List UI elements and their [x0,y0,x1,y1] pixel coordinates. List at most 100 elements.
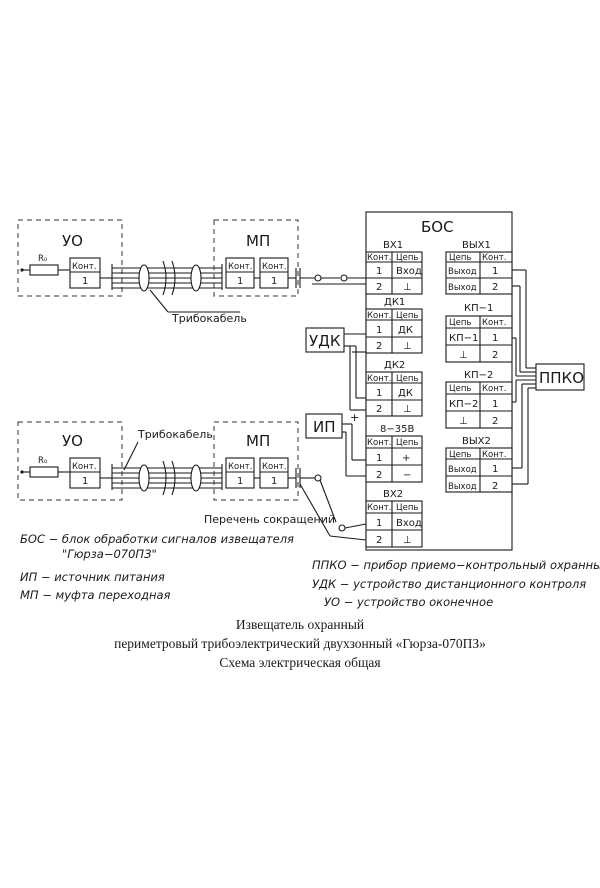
legend-mp: МП − муфта переходная [20,588,171,602]
table-kp2 [445,381,513,429]
svg-text:2: 2 [376,282,382,293]
tribocable-label-zone1: Трибокабель [171,312,247,325]
svg-text:1: 1 [82,276,88,287]
svg-text:2: 2 [376,404,382,415]
svg-text:2: 2 [376,470,382,481]
section-vyh1: ВЫХ1 [462,240,491,251]
mp-terminal-b-zone2 [259,457,289,489]
svg-text:1: 1 [271,276,277,287]
svg-text:Цепь: Цепь [396,374,418,384]
tribocable-zone1 [111,260,240,313]
legend-caption: Перечень сокращений [204,513,335,526]
svg-text:1: 1 [237,276,243,287]
svg-text:1: 1 [271,476,277,487]
svg-text:Конт.: Конт. [367,503,391,513]
svg-text:1: 1 [492,266,498,277]
tribocable-label-zone2: Трибокабель [137,428,213,441]
svg-text:Конт.: Конт. [482,253,506,263]
uo-label-zone2: УО [62,432,83,450]
section-vx1: ВХ1 [383,240,403,251]
svg-text:⊥: ⊥ [403,404,412,415]
legend-ip: ИП − источник питания [20,570,165,584]
section-vyh2: ВЫХ2 [462,436,491,447]
svg-text:Конт.: Конт. [482,450,506,460]
svg-text:ДК: ДК [398,388,413,399]
svg-text:Конт.: Конт. [72,262,96,272]
ppko-block [535,363,585,391]
svg-text:2: 2 [376,341,382,352]
mp-terminal-a-zone1 [225,257,255,289]
udk-block [305,327,345,353]
svg-text:Выход: Выход [448,465,477,475]
legend-bos-cont: "Гюрза−070ПЗ" [62,547,157,561]
svg-text:Конт.: Конт. [262,262,286,272]
svg-text:Конт.: Конт. [367,374,391,384]
section-dk2: ДК2 [384,360,405,371]
svg-text:⊥: ⊥ [403,282,412,293]
svg-text:1: 1 [376,266,382,277]
section-vx2: ВХ2 [383,489,403,500]
svg-text:Конт.: Конт. [72,462,96,472]
ip-label: ИП [313,418,336,436]
ppko-label: ППКО [539,369,584,387]
resistor-r0-zone1 [29,264,59,276]
caption-line2: периметровый трибоэлектрический двухзонн… [114,636,486,651]
svg-text:КП−2: КП−2 [449,399,478,410]
svg-text:ДК: ДК [398,325,413,336]
table-vx2 [365,500,423,548]
svg-text:Конт.: Конт. [262,462,286,472]
svg-text:Конт.: Конт. [482,384,506,394]
svg-text:1: 1 [376,388,382,399]
svg-text:2: 2 [492,350,498,361]
svg-text:1: 1 [492,333,498,344]
legend-ppko: ППКО − прибор приемо−контрольный охранны… [312,558,600,572]
svg-text:Цепь: Цепь [396,253,418,263]
svg-text:−: − [403,470,411,481]
mp-terminal-b-zone1 [259,257,289,289]
resistor-r0-zone2 [29,466,59,478]
svg-text:Выход: Выход [448,283,477,293]
svg-text:1: 1 [376,325,382,336]
udk-label: УДК [309,332,341,350]
svg-text:Конт.: Конт. [228,462,252,472]
bos-label: БОС [421,218,454,236]
svg-text:Вход: Вход [396,266,422,277]
svg-text:⊥: ⊥ [403,535,412,546]
resistor-r0-label-zone2: R₀ [38,456,48,466]
svg-text:Конт.: Конт. [367,438,391,448]
svg-text:1: 1 [237,476,243,487]
svg-text:Цепь: Цепь [449,450,471,460]
table-vyh1 [445,251,513,295]
abbreviations-legend: БОС − блок обработки сигналов извещателя… [20,532,600,609]
svg-text:1: 1 [376,453,382,464]
caption-line1: Извещатель охранный [236,617,364,632]
uo-enclosure-zone2 [17,421,123,501]
svg-text:2: 2 [376,535,382,546]
legend-udk: УДК − устройство дистанционного контроля [312,577,586,591]
table-vx1 [365,251,423,295]
svg-text:1: 1 [82,476,88,487]
svg-text:Конт.: Конт. [228,262,252,272]
svg-text:⊥: ⊥ [403,341,412,352]
tribocable-zone2 [111,441,223,496]
svg-text:2: 2 [492,481,498,492]
svg-text:Цепь: Цепь [449,384,471,394]
caption-line3: Схема электрическая общая [219,655,380,670]
svg-text:⊥: ⊥ [459,416,468,427]
table-8-35v [365,435,423,483]
section-dk1: ДК1 [384,297,405,308]
svg-text:2: 2 [492,282,498,293]
svg-text:Цепь: Цепь [396,311,418,321]
table-dk1 [365,308,423,354]
uo-terminal-zone1 [69,257,101,289]
legend-uo: УО − устройство оконечное [324,595,493,609]
table-dk2 [365,371,423,417]
table-vyh2 [445,447,513,493]
mp-enclosure-zone1 [213,219,299,297]
svg-text:Вход: Вход [396,518,422,529]
svg-text:1: 1 [376,518,382,529]
svg-text:Конт.: Конт. [367,311,391,321]
svg-text:Цепь: Цепь [449,318,471,328]
section-8-35v: 8−35В [380,424,414,435]
svg-text:Цепь: Цепь [396,503,418,513]
